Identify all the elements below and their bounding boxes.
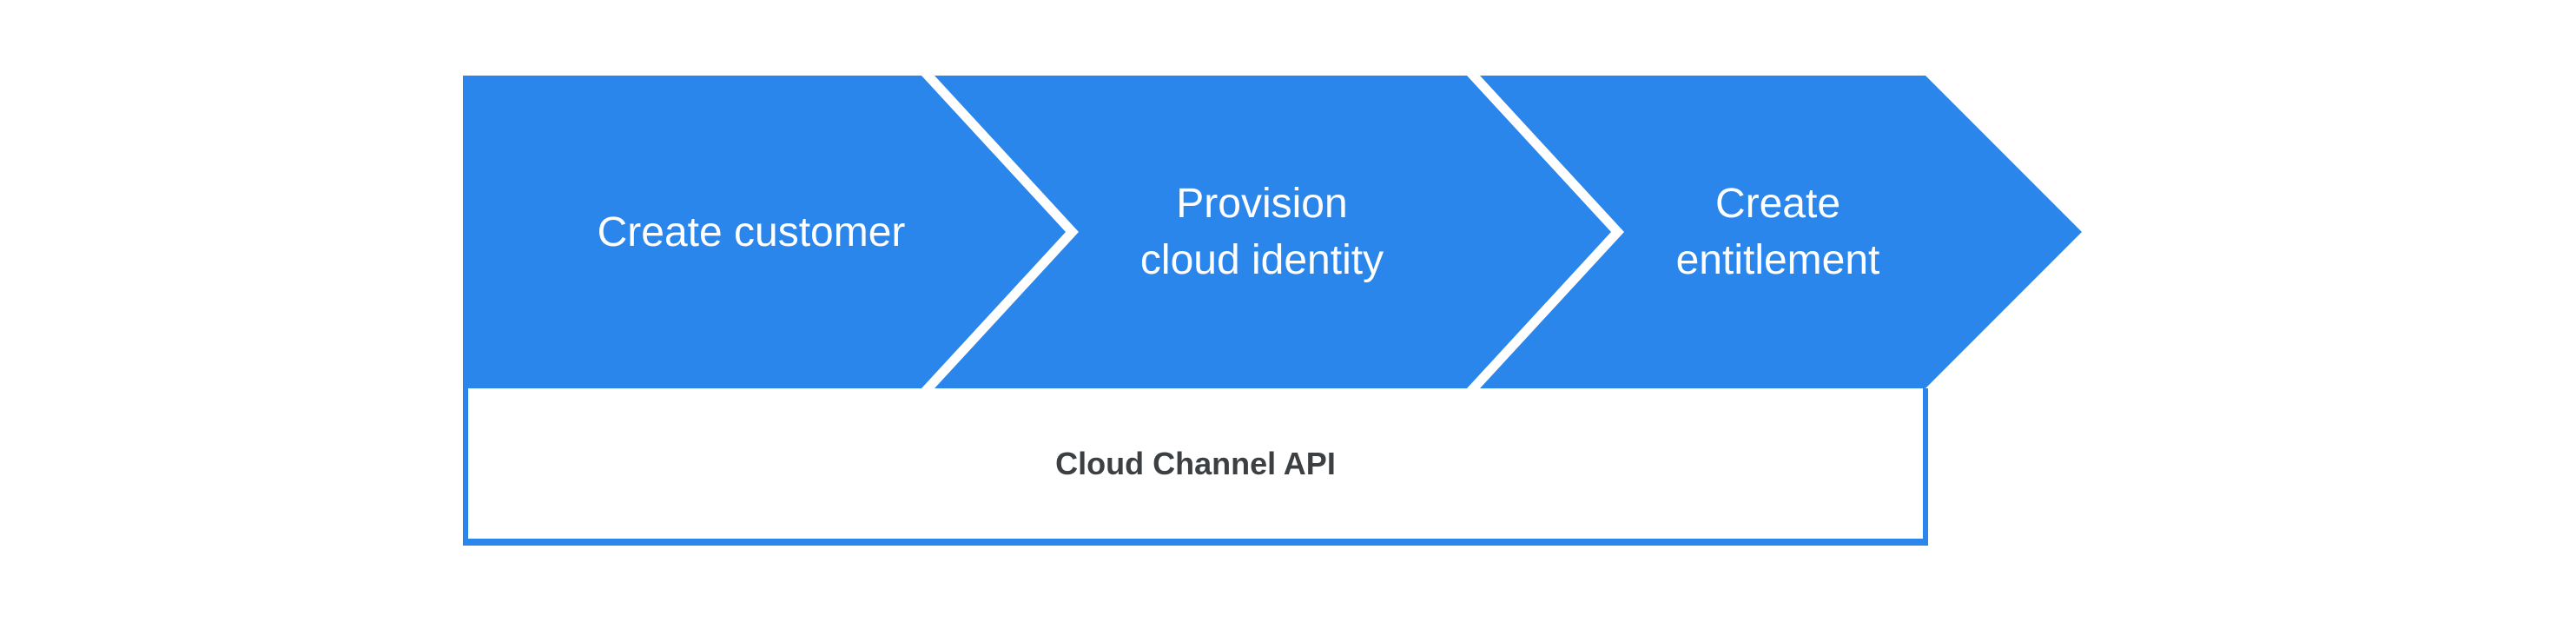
arrow-segment-create-customer xyxy=(463,76,1066,388)
api-box: Cloud Channel API xyxy=(463,388,1928,546)
api-box-label: Cloud Channel API xyxy=(1055,445,1336,481)
arrow-segment-provision-cloud-identity xyxy=(935,76,1611,388)
arrow-segment-create-entitlement xyxy=(1480,76,2082,388)
